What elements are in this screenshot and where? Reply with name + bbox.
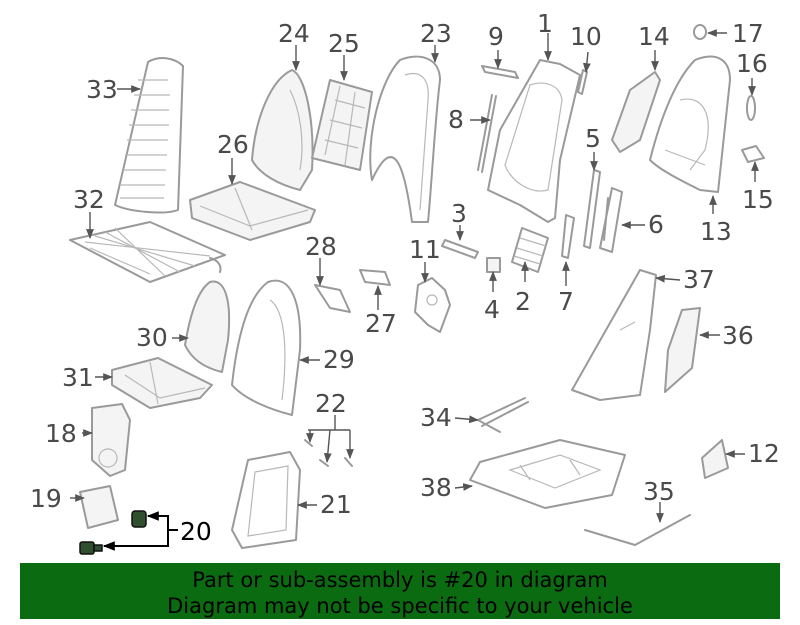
callout-34: 34 bbox=[420, 403, 452, 432]
part-38-seat-mat bbox=[469, 439, 626, 509]
part-18-side-trim bbox=[91, 403, 131, 477]
callout-23: 23 bbox=[420, 19, 452, 48]
part-29-backrest-trim bbox=[231, 279, 302, 416]
part-2-lumbar-bracket bbox=[511, 227, 549, 273]
callout-labels: 1 2 3 4 5 6 7 8 9 10 11 12 13 14 15 16 1… bbox=[30, 9, 780, 546]
part-11-bracket bbox=[414, 277, 451, 333]
callout-25: 25 bbox=[328, 29, 360, 58]
callout-7: 7 bbox=[558, 287, 574, 316]
callout-11: 11 bbox=[409, 235, 441, 264]
leader-lines bbox=[70, 29, 759, 551]
part-27-bracket bbox=[359, 269, 391, 286]
part-19-cover bbox=[79, 485, 119, 529]
callout-38: 38 bbox=[420, 473, 452, 502]
part-26-seat-cushion-cover bbox=[189, 181, 316, 241]
callout-13: 13 bbox=[700, 217, 732, 246]
callout-20: 20 bbox=[180, 517, 212, 546]
info-banner: Part or sub-assembly is #20 in diagram D… bbox=[20, 563, 780, 619]
callout-10: 10 bbox=[570, 22, 602, 51]
part-14-side-panel bbox=[611, 71, 661, 153]
parts-diagram: 1 2 3 4 5 6 7 8 9 10 11 12 13 14 15 16 1… bbox=[30, 9, 780, 555]
part-12-trim-cap bbox=[701, 439, 729, 479]
callout-9: 9 bbox=[488, 22, 504, 51]
part-4-block bbox=[486, 257, 501, 273]
callout-21: 21 bbox=[320, 490, 352, 519]
callout-5: 5 bbox=[585, 124, 601, 153]
callout-3: 3 bbox=[451, 199, 467, 228]
part-25-backrest-pad bbox=[311, 79, 373, 171]
part-35-wire-harness bbox=[584, 514, 691, 546]
part-30-backrest-cover bbox=[184, 280, 231, 373]
callout-2: 2 bbox=[515, 287, 531, 316]
callout-6: 6 bbox=[648, 210, 664, 239]
callout-26: 26 bbox=[217, 130, 249, 159]
part-37-rear-panel bbox=[571, 269, 657, 401]
callout-30: 30 bbox=[136, 323, 168, 352]
callout-37: 37 bbox=[683, 265, 715, 294]
part-9-clip bbox=[481, 65, 519, 79]
callout-31: 31 bbox=[62, 363, 94, 392]
callout-16: 16 bbox=[736, 49, 768, 78]
part-32-seat-spring-mat bbox=[69, 221, 226, 283]
part-6-trim-frame bbox=[599, 187, 623, 253]
part-13-backrest-rear-panel bbox=[649, 55, 731, 193]
part-33-backrest-spring-mat bbox=[114, 57, 184, 214]
part-16-grommet bbox=[746, 95, 756, 121]
part-20-screws bbox=[79, 510, 147, 555]
callout-22: 22 bbox=[315, 389, 347, 418]
callout-19: 19 bbox=[30, 484, 62, 513]
part-15-clip bbox=[741, 145, 765, 163]
callout-33: 33 bbox=[86, 75, 118, 104]
part-3-cylinder bbox=[441, 239, 479, 259]
banner-line-1: Part or sub-assembly is #20 in diagram bbox=[192, 568, 608, 592]
callout-8: 8 bbox=[448, 105, 464, 134]
callout-28: 28 bbox=[305, 232, 337, 261]
part-1-backrest-frame bbox=[487, 59, 581, 223]
part-8-rod bbox=[477, 94, 497, 173]
part-36-side-shield bbox=[664, 307, 701, 393]
part-24-backrest-cover bbox=[251, 69, 314, 191]
part-7-rail bbox=[561, 214, 575, 259]
part-31-seat-cushion bbox=[111, 357, 213, 409]
callout-15: 15 bbox=[742, 185, 774, 214]
callout-32: 32 bbox=[73, 185, 105, 214]
part-21-seat-frame bbox=[231, 451, 301, 549]
part-5-strip bbox=[583, 169, 601, 249]
callout-17: 17 bbox=[732, 19, 764, 48]
callout-12: 12 bbox=[748, 439, 780, 468]
part-34-cable bbox=[477, 397, 529, 433]
callout-18: 18 bbox=[45, 419, 77, 448]
callout-27: 27 bbox=[365, 309, 397, 338]
callout-36: 36 bbox=[722, 321, 754, 350]
callout-29: 29 bbox=[323, 345, 355, 374]
callout-1: 1 bbox=[537, 9, 553, 38]
part-17-cap bbox=[693, 24, 707, 40]
callout-4: 4 bbox=[484, 295, 500, 324]
callout-24: 24 bbox=[278, 19, 310, 48]
part-23-backrest-shell bbox=[369, 55, 441, 223]
part-28-bracket bbox=[314, 284, 351, 313]
callout-14: 14 bbox=[638, 22, 670, 51]
callout-35: 35 bbox=[643, 477, 675, 506]
banner-line-2: Diagram may not be specific to your vehi… bbox=[167, 594, 633, 618]
